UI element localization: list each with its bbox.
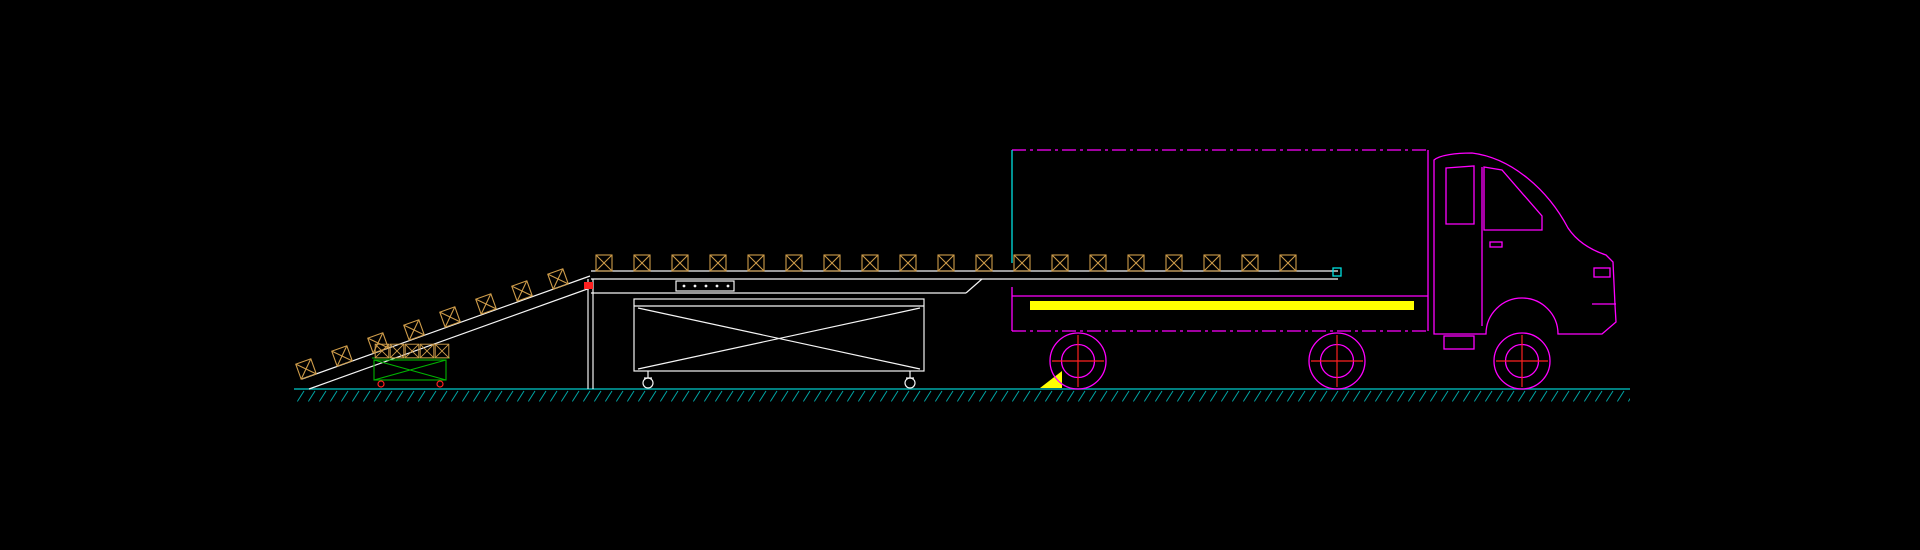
cargo-box xyxy=(1279,254,1297,272)
cargo-box xyxy=(403,319,425,341)
cargo-box xyxy=(595,254,613,272)
cargo-box xyxy=(975,254,993,272)
cab-wheel xyxy=(1493,332,1551,390)
platform-wheel xyxy=(377,380,385,388)
ground xyxy=(294,388,1630,402)
truck-trailer xyxy=(1011,149,1429,388)
cargo-box xyxy=(374,343,390,359)
trailer-side-skirt xyxy=(1030,301,1414,310)
cargo-box xyxy=(937,254,955,272)
cab-rear-window xyxy=(1445,165,1475,225)
table-frame xyxy=(633,298,925,372)
cargo-box xyxy=(1051,254,1069,272)
cargo-box xyxy=(367,332,389,354)
cargo-box xyxy=(861,254,879,272)
caster-wheel xyxy=(904,370,916,389)
cargo-box xyxy=(295,358,317,380)
trailer-wheel xyxy=(1308,332,1366,390)
cargo-box xyxy=(434,343,450,359)
conveyor-taper xyxy=(965,278,983,294)
cargo-box xyxy=(709,254,727,272)
cargo-box xyxy=(389,343,405,359)
cargo-box xyxy=(1127,254,1145,272)
loading-platform xyxy=(372,343,450,388)
cargo-box xyxy=(785,254,803,272)
drive-unit-dot xyxy=(693,284,697,288)
trailer-wheel xyxy=(1049,332,1107,390)
incline-conveyor xyxy=(295,268,594,390)
drive-unit-dot xyxy=(682,284,686,288)
wheel-chock xyxy=(1040,371,1062,388)
cab-outline xyxy=(1433,152,1617,335)
incline-frame-line xyxy=(308,286,594,390)
cargo-box xyxy=(1013,254,1031,272)
cab-door-window xyxy=(1483,166,1543,231)
cargo-box xyxy=(439,306,461,328)
caster-wheel xyxy=(642,370,654,389)
platform-brace xyxy=(373,359,447,381)
fuel-tank xyxy=(1443,335,1475,350)
cargo-box xyxy=(547,268,569,290)
wheels xyxy=(1049,332,1551,390)
cargo-box xyxy=(404,343,420,359)
headlight xyxy=(1593,267,1611,278)
drive-unit xyxy=(675,280,735,292)
cargo-box xyxy=(1203,254,1221,272)
cargo-box xyxy=(633,254,651,272)
cargo-box xyxy=(899,254,917,272)
cargo-box xyxy=(747,254,765,272)
drive-unit-dot xyxy=(726,284,730,288)
belt-conveyor xyxy=(584,254,1342,389)
support-table xyxy=(633,298,925,389)
cargo-box xyxy=(1241,254,1259,272)
cargo-box xyxy=(823,254,841,272)
table-brace xyxy=(637,307,921,370)
platform-wheel xyxy=(436,380,444,388)
cargo-box xyxy=(1089,254,1107,272)
drive-unit-dot xyxy=(704,284,708,288)
ground-hatch xyxy=(294,389,1630,402)
cargo-box xyxy=(671,254,689,272)
truck-cab xyxy=(1433,152,1617,350)
door-handle xyxy=(1489,241,1503,248)
belt-end-marker xyxy=(1332,267,1342,277)
drive-unit-dot xyxy=(715,284,719,288)
cargo-box xyxy=(1165,254,1183,272)
cargo-box xyxy=(331,345,353,367)
sensor-marker xyxy=(584,282,593,289)
platform-frame xyxy=(373,359,447,381)
